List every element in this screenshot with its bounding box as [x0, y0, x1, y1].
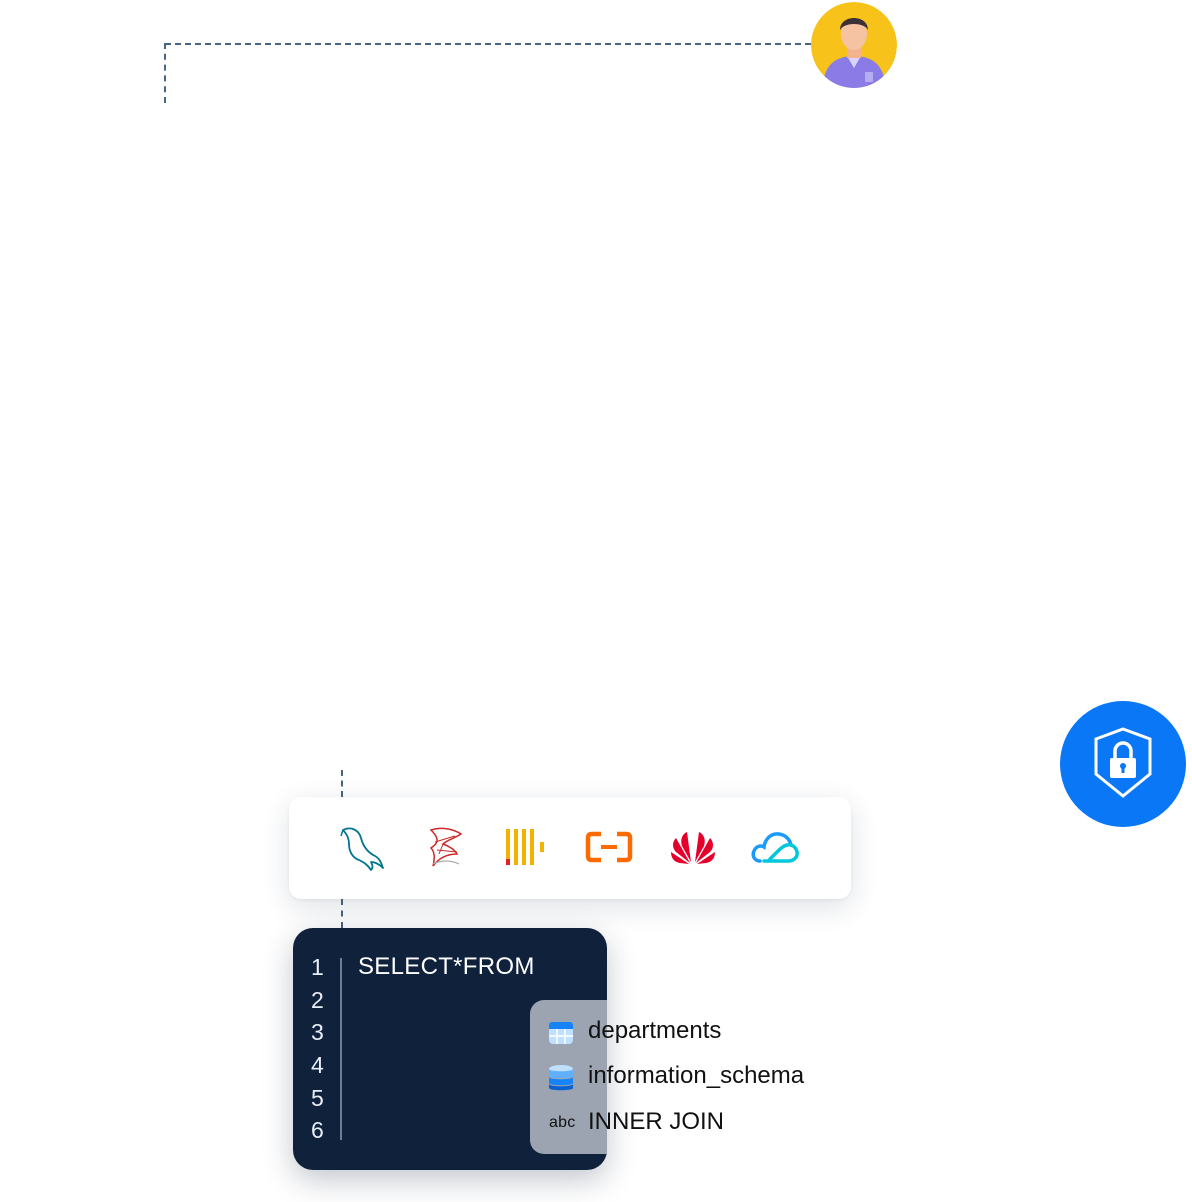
line-number: 1 — [311, 954, 324, 980]
autocomplete-item-inner-join[interactable]: INNER JOIN — [588, 1108, 725, 1135]
connector-line-middle-lower — [341, 899, 343, 928]
sql-server-icon — [429, 827, 463, 867]
clickhouse-logo[interactable] — [499, 819, 555, 875]
line-number: 3 — [311, 1019, 324, 1045]
huawei-icon — [671, 832, 715, 864]
tencent-cloud-icon — [751, 832, 799, 863]
sql-server-logo[interactable] — [416, 819, 472, 875]
user-avatar — [811, 2, 897, 88]
autocomplete-item-departments[interactable]: departments — [588, 1017, 722, 1044]
alibaba-cloud-logo[interactable] — [581, 819, 637, 875]
line-number: 2 — [311, 987, 324, 1013]
line-number: 4 — [311, 1052, 324, 1078]
mysql-logo[interactable] — [334, 819, 390, 875]
security-shield-badge — [1060, 701, 1186, 827]
connector-line-left — [164, 43, 166, 103]
line-number: 6 — [311, 1117, 324, 1143]
alibaba-cloud-icon — [585, 831, 633, 863]
connector-line-top — [165, 43, 811, 45]
user-avatar-icon — [811, 2, 897, 88]
autocomplete-item-information-schema[interactable]: information_schema — [588, 1062, 805, 1089]
editor-gutter-divider — [340, 958, 342, 1140]
code-line[interactable]: SELECT*FROM — [358, 953, 535, 980]
shield-lock-icon — [1094, 727, 1152, 798]
table-icon — [548, 1020, 574, 1046]
keyword-icon: abc — [549, 1114, 576, 1131]
database-icon — [548, 1064, 574, 1091]
connector-line-middle-upper — [341, 770, 343, 797]
mysql-dolphin-icon — [340, 827, 384, 871]
clickhouse-icon — [506, 829, 544, 865]
data-source-card — [289, 797, 851, 899]
huawei-logo[interactable] — [665, 819, 721, 875]
tencent-cloud-logo[interactable] — [747, 819, 803, 875]
line-number: 5 — [311, 1085, 324, 1111]
